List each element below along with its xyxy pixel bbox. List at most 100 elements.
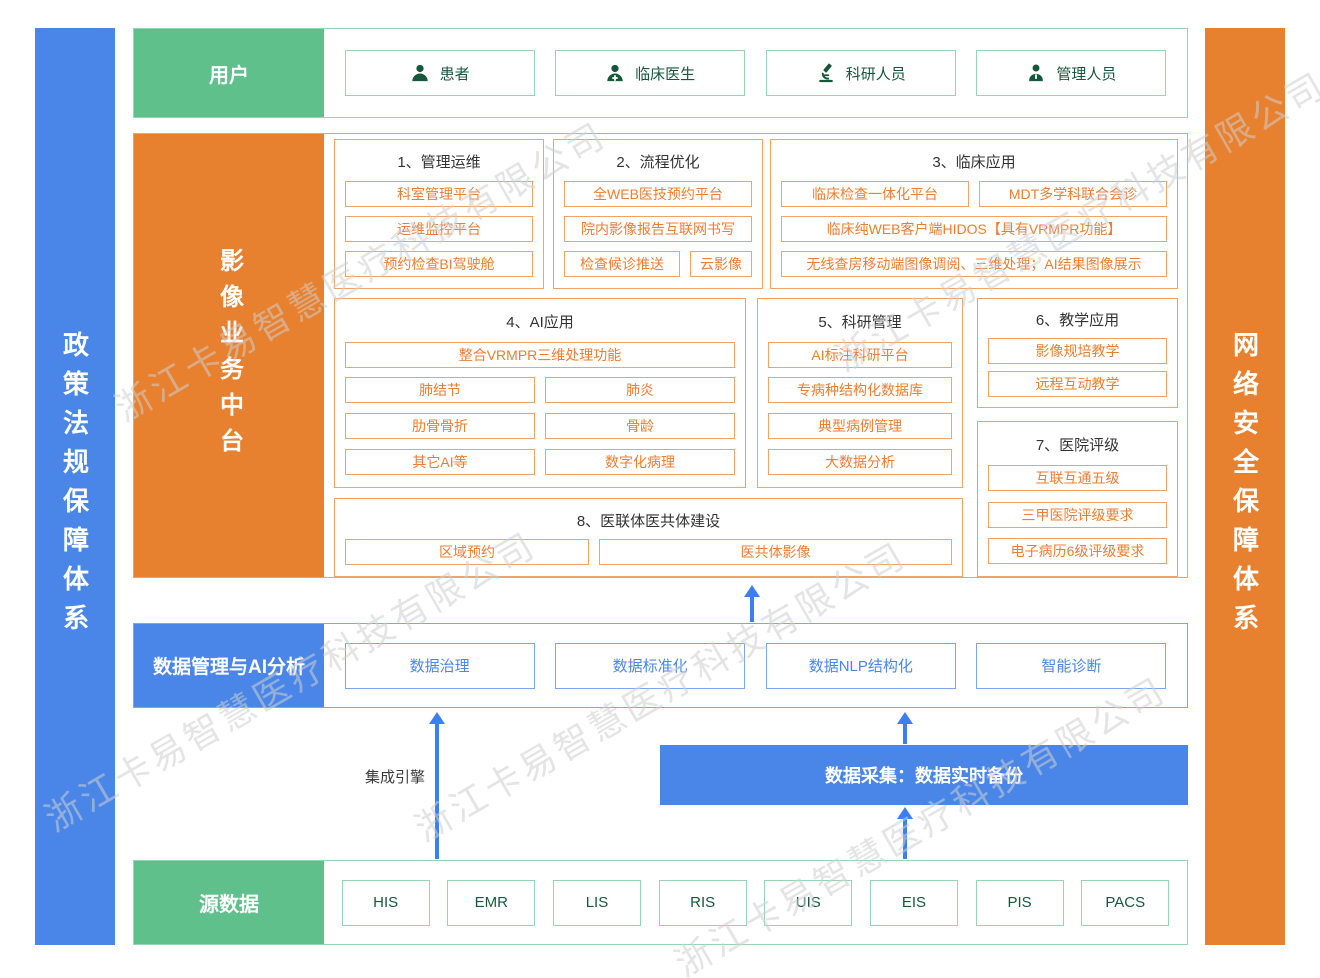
- group-hospital-rating: 7、医院评级 互联互通五级 三甲医院评级要求 电子病历6级评级要求: [977, 421, 1178, 577]
- user-box-patient: 患者: [344, 50, 535, 96]
- arrowhead: [897, 712, 913, 724]
- platform-item: 临床纯WEB客户端HIDOS【具有VRMPR功能】: [781, 216, 1167, 242]
- group-process-optimization: 2、流程优化 全WEB医技预约平台 院内影像报告互联网书写 检查候诊推送 云影像: [553, 139, 763, 289]
- platform-item: 大数据分析: [768, 449, 952, 476]
- group-title: 8、医联体医共体建设: [576, 512, 721, 530]
- platform-item: 运维监控平台: [345, 216, 533, 242]
- data-management-header: 数据管理与AI分析: [134, 624, 324, 707]
- policy-regulation-label: 政策法规保障体系: [59, 330, 90, 643]
- group-teaching-application: 6、教学应用 影像规培教学 远程互动教学: [977, 298, 1178, 408]
- users-section-header: 用户: [134, 29, 324, 117]
- user-box-admin: 管理人员: [976, 50, 1167, 96]
- platform-item: 电子病历6级评级要求: [988, 537, 1167, 564]
- platform-item: 骨龄: [545, 413, 735, 440]
- group-research-management: 5、科研管理 AI标注科研平台 专病种结构化数据库 典型病例管理 大数据分析: [757, 298, 963, 488]
- arrow-line: [750, 597, 754, 622]
- source-system-pis: PIS: [975, 879, 1064, 926]
- imaging-platform-header: 影像业务中台: [134, 134, 324, 577]
- platform-item: 三甲医院评级要求: [988, 501, 1167, 528]
- smart-diagnosis-box: 智能诊断: [976, 642, 1167, 689]
- source-data-section: 源数据 HIS EMR LIS RIS UIS EIS PIS PACS: [133, 860, 1188, 945]
- platform-item: 互联互通五级: [988, 465, 1167, 492]
- platform-item: 数字化病理: [545, 449, 735, 476]
- arrow-line: [903, 724, 907, 744]
- user-label: 患者: [439, 65, 470, 83]
- arrow-up-source-to-collection: [897, 807, 913, 859]
- arrowhead: [744, 585, 760, 597]
- platform-item: MDT多学科联合会诊: [979, 181, 1167, 207]
- user-label: 管理人员: [1056, 65, 1117, 83]
- platform-item: 医共体影像: [599, 539, 952, 566]
- arrow-up-integration-engine: [429, 712, 445, 859]
- user-label: 临床医生: [635, 65, 696, 83]
- users-section-body: 患者 临床医生 科研人员 管理人员: [324, 29, 1187, 117]
- source-system-uis: UIS: [764, 879, 853, 926]
- user-box-researcher: 科研人员: [765, 50, 956, 96]
- platform-item: 整合VRMPR三维处理功能: [345, 341, 735, 368]
- source-system-ris: RIS: [658, 879, 747, 926]
- integration-engine-label: 集成引擎: [364, 769, 425, 786]
- source-data-body: HIS EMR LIS RIS UIS EIS PIS PACS: [324, 861, 1187, 944]
- imaging-platform-section: 影像业务中台 1、管理运维 科室管理平台 运维监控平台 预约检查BI驾驶舱 2、…: [133, 133, 1188, 578]
- platform-item: 肺炎: [545, 377, 735, 404]
- group-title: 1、管理运维: [397, 154, 481, 171]
- source-data-header: 源数据: [134, 861, 324, 944]
- data-management-section: 数据管理与AI分析 数据治理 数据标准化 数据NLP结构化 智能诊断: [133, 623, 1188, 708]
- platform-item: 专病种结构化数据库: [768, 377, 952, 404]
- platform-item: 云影像: [690, 251, 752, 277]
- user-box-clinician: 临床医生: [555, 50, 746, 96]
- group-title: 6、教学应用: [1035, 311, 1120, 329]
- source-system-his: HIS: [341, 879, 430, 926]
- group-medical-alliance: 8、医联体医共体建设 区域预约 医共体影像: [334, 498, 963, 577]
- patient-icon: [410, 63, 430, 83]
- platform-item: 区域预约: [345, 539, 590, 566]
- platform-item: 临床检查一体化平台: [781, 181, 969, 207]
- data-governance-box: 数据治理: [344, 642, 535, 689]
- network-security-label: 网络安全保障体系: [1229, 330, 1260, 643]
- doctor-icon: [605, 63, 625, 83]
- source-system-lis: LIS: [552, 879, 641, 926]
- arrow-up-datamgmt-to-platform: [744, 585, 760, 622]
- imaging-platform-title: 影像业务中台: [215, 247, 243, 464]
- platform-item: 远程互动教学: [988, 371, 1167, 398]
- admin-icon: [1026, 63, 1046, 83]
- group-ai-application: 4、AI应用 整合VRMPR三维处理功能 肺结节 肺炎 肋骨骨折 骨龄 其它AI…: [334, 298, 746, 488]
- group-title: 7、医院评级: [1035, 437, 1120, 455]
- group-title: 5、科研管理: [818, 313, 902, 331]
- platform-item: 院内影像报告互联网书写: [564, 216, 752, 242]
- data-nlp-box: 数据NLP结构化: [765, 642, 956, 689]
- data-collection-bar: 数据采集：数据实时备份: [660, 745, 1188, 805]
- group-title: 2、流程优化: [616, 154, 700, 171]
- platform-item: AI标注科研平台: [768, 341, 952, 368]
- source-system-emr: EMR: [447, 879, 536, 926]
- users-section: 用户 患者 临床医生 科研人员: [133, 28, 1188, 118]
- policy-regulation-sidebar: 政策法规保障体系: [35, 28, 115, 945]
- group-title: 4、AI应用: [506, 313, 574, 331]
- platform-item: 科室管理平台: [345, 181, 533, 207]
- arrow-line: [435, 724, 439, 859]
- source-system-pacs: PACS: [1081, 879, 1170, 926]
- group-management-ops: 1、管理运维 科室管理平台 运维监控平台 预约检查BI驾驶舱: [334, 139, 544, 289]
- microscope-icon: [816, 63, 836, 83]
- platform-item: 影像规培教学: [988, 337, 1167, 364]
- arrow-line: [903, 819, 907, 859]
- network-security-sidebar: 网络安全保障体系: [1205, 28, 1285, 945]
- platform-item: 肋骨骨折: [345, 413, 535, 440]
- data-management-body: 数据治理 数据标准化 数据NLP结构化 智能诊断: [324, 624, 1187, 707]
- data-standardization-box: 数据标准化: [555, 642, 746, 689]
- platform-item: 肺结节: [345, 377, 535, 404]
- platform-item: 全WEB医技预约平台: [564, 181, 752, 207]
- platform-item: 其它AI等: [345, 449, 535, 476]
- source-system-eis: EIS: [869, 879, 958, 926]
- arrowhead: [429, 712, 445, 724]
- user-label: 科研人员: [845, 65, 906, 83]
- arrowhead: [897, 807, 913, 819]
- group-title: 3、临床应用: [932, 154, 1016, 171]
- group-clinical-application: 3、临床应用 临床检查一体化平台 MDT多学科联合会诊 临床纯WEB客户端HID…: [770, 139, 1178, 289]
- platform-item: 检查候诊推送: [564, 251, 680, 277]
- platform-item: 无线查房移动端图像调阅、三维处理；AI结果图像展示: [781, 251, 1167, 277]
- platform-item: 典型病例管理: [768, 413, 952, 440]
- imaging-platform-body: 1、管理运维 科室管理平台 运维监控平台 预约检查BI驾驶舱 2、流程优化 全W…: [324, 134, 1187, 577]
- arrow-up-collection-to-datamgmt: [897, 712, 913, 744]
